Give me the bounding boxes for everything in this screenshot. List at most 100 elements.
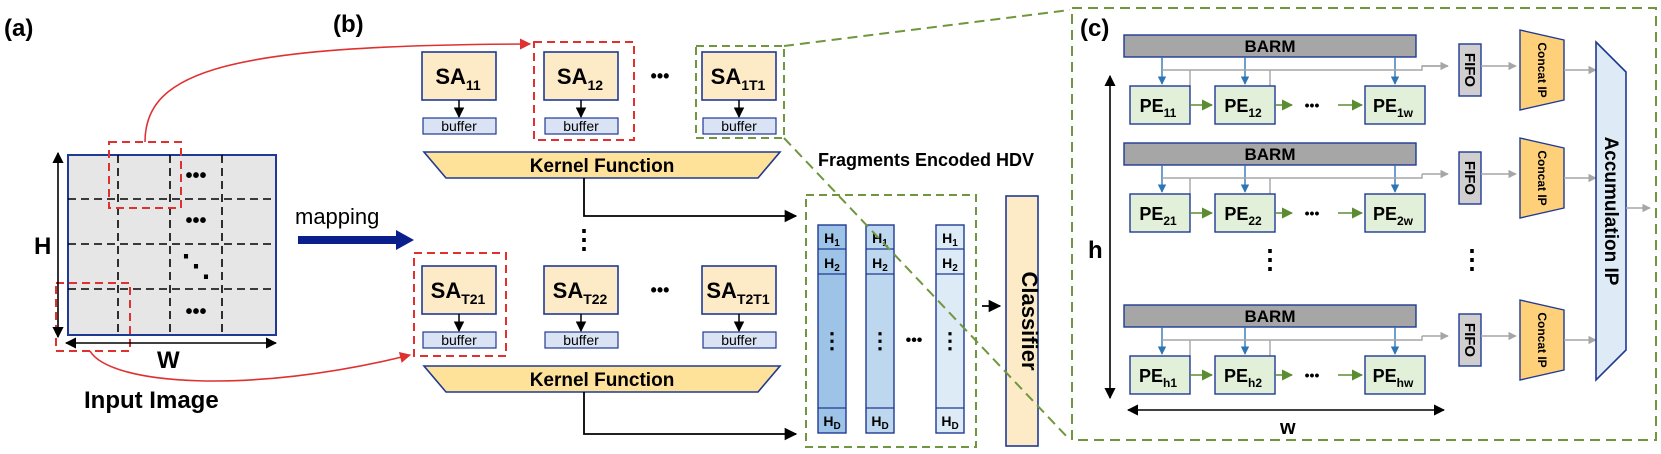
pe-box-2-1 xyxy=(1129,193,1191,233)
buffer-label-1t1: buffer xyxy=(721,118,757,134)
kernel-function-1 xyxy=(422,151,782,179)
pe-box-h-w xyxy=(1364,355,1426,395)
fifo-2 xyxy=(1458,151,1482,205)
barm-label-1: BARM xyxy=(1245,37,1296,56)
sa-box-t2t1 xyxy=(701,265,777,315)
zoom-line-bottom xyxy=(783,137,1071,441)
concat-label-h: Concat IP xyxy=(1535,312,1549,367)
width-label: W xyxy=(157,347,180,374)
fifo-label-1: FIFO xyxy=(1461,53,1478,87)
concat-ip-1 xyxy=(1519,29,1565,111)
grid-dots-row2: ••• xyxy=(185,210,206,232)
hdv1-hd: HD xyxy=(823,413,840,432)
sa-label-t21: SAT21 xyxy=(431,278,486,307)
hdv-title: Fragments Encoded HDV xyxy=(818,150,1034,170)
mapping-label: mapping xyxy=(295,204,379,229)
pe-height-label: h xyxy=(1088,237,1103,264)
sa1t1-highlight xyxy=(695,45,785,139)
sa-box-t22 xyxy=(543,265,619,315)
classifier-label: Classifier xyxy=(1017,271,1042,370)
barm-label-h: BARM xyxy=(1245,307,1296,326)
sa-label-12: SA12 xyxy=(557,64,603,93)
pe-panel-outline xyxy=(1071,7,1657,441)
hdv1-dots: ⋮ xyxy=(821,328,843,353)
pe-rows-ellipsis-right: ⋮ xyxy=(1459,244,1485,274)
pe-label-2-w: PE2w xyxy=(1373,204,1414,228)
mapping-arrow-head xyxy=(396,230,414,250)
hdv2-dots: ⋮ xyxy=(869,328,891,353)
sa-group-2: SAT21 buffer SAT22 buffer ••• SAT2T1 buf… xyxy=(413,252,782,393)
input-image-grid xyxy=(67,154,277,336)
pe-label-h-2: PEh2 xyxy=(1224,366,1262,390)
pe-label-h-w: PEhw xyxy=(1373,366,1414,390)
kernel-label-2: Kernel Function xyxy=(530,370,675,391)
sa-ellipsis-1: ••• xyxy=(651,66,670,86)
buffer-12 xyxy=(544,117,619,135)
sa12-highlight xyxy=(533,41,635,141)
pe-box-h-1 xyxy=(1129,355,1191,395)
buffer-t21 xyxy=(422,331,497,349)
buffer-label-t21: buffer xyxy=(441,332,477,348)
hdv-column-ellipsis: ••• xyxy=(906,332,923,349)
pe-label-1-2: PE12 xyxy=(1224,96,1262,120)
hdv-group-outline xyxy=(805,194,977,448)
pe-row-h: BARM PEh1 PEh2 ••• PEhw FIFO Concat IP xyxy=(1123,299,1597,395)
pe-label-h-1: PEh1 xyxy=(1139,366,1177,390)
buffer-t2t1 xyxy=(702,331,777,349)
concat-label-1: Concat IP xyxy=(1535,42,1549,97)
buffer-11 xyxy=(422,117,497,135)
pe-width-label: w xyxy=(1279,417,1296,439)
pe-box-1-w xyxy=(1364,85,1426,125)
hdv3-h2: H2 xyxy=(942,255,958,274)
pe-box-1-2 xyxy=(1214,85,1276,125)
hdv1-h2: H2 xyxy=(824,255,840,274)
mapping-curve-to-sa12 xyxy=(144,38,532,143)
sa-label-11: SA11 xyxy=(435,64,481,93)
grid-dots-row1: ••• xyxy=(185,165,206,187)
concat-ip-2 xyxy=(1519,137,1565,219)
pe-row-1: BARM PE11 PE12 ••• PE1w FIFO Concat IP xyxy=(1123,29,1597,125)
accumulation-ip xyxy=(1595,40,1627,382)
pe-ellipsis-2: ••• xyxy=(1305,205,1320,221)
barm-label-2: BARM xyxy=(1245,145,1296,164)
buffer-label-t2t1: buffer xyxy=(721,332,757,348)
barm-1 xyxy=(1123,34,1417,58)
kernel-function-2 xyxy=(422,365,782,393)
fifo-h xyxy=(1458,313,1482,367)
barm-2 xyxy=(1123,142,1417,166)
hdv-column-3: H1 H2 ⋮ HD xyxy=(935,224,965,434)
buffer-t22 xyxy=(544,331,619,349)
hdv3-dots: ⋮ xyxy=(939,328,961,353)
height-label: H xyxy=(34,233,51,260)
sat21-highlight xyxy=(413,252,507,357)
sa-box-t21 xyxy=(421,265,497,315)
sa-box-1t1 xyxy=(701,51,777,101)
pe-row-2: BARM PE21 PE22 ••• PE2w FIFO Concat IP xyxy=(1123,137,1597,233)
sa-group-1: SA11 buffer SA12 buffer ••• SA1T1 buffer… xyxy=(421,41,785,179)
accumulation-label: Accumulation IP xyxy=(1600,137,1621,286)
grid-dots-row4: ••• xyxy=(185,301,206,323)
panel-label-c: (c) xyxy=(1080,15,1109,42)
hdv-column-2: H1 H2 ⋮ HD xyxy=(865,224,895,434)
kernel2-to-hdv-arrow xyxy=(583,392,798,441)
hdv1-h1: H1 xyxy=(824,230,840,249)
group-vertical-ellipsis: ⋮ xyxy=(571,224,597,254)
fifo-1 xyxy=(1458,43,1482,97)
hdv2-h2: H2 xyxy=(872,255,888,274)
panel-label-a: (a) xyxy=(4,15,33,42)
mapping-curve-to-sat21 xyxy=(89,350,412,382)
panel-label-b: (b) xyxy=(333,11,364,38)
buffer-label-11: buffer xyxy=(441,118,477,134)
sa-ellipsis-2: ••• xyxy=(651,280,670,300)
buffer-label-t22: buffer xyxy=(563,332,599,348)
concat-label-2: Concat IP xyxy=(1535,150,1549,205)
fifo-label-2: FIFO xyxy=(1461,161,1478,195)
buffer-label-12: buffer xyxy=(563,118,599,134)
zoom-line-top xyxy=(783,9,1071,47)
patch-top-highlight xyxy=(108,141,182,209)
grid-dots-diag: ⋱ xyxy=(181,250,211,283)
sa-label-t22: SAT22 xyxy=(553,278,608,307)
pe-label-1-w: PE1w xyxy=(1373,96,1414,120)
pe-rows-ellipsis-left: ⋮ xyxy=(1257,244,1283,274)
